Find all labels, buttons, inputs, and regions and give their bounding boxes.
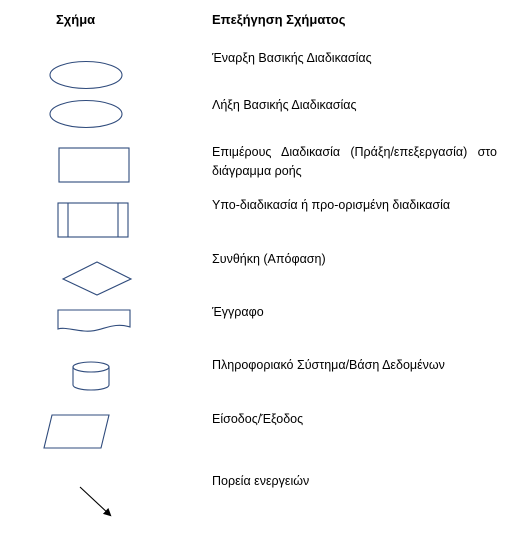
description-row-1: Έναρξη Βασικής Διαδικασίας [212,51,372,65]
predefined-process-icon [57,202,129,238]
description-row-6: Έγγραφο [212,305,264,319]
diamond-icon [61,261,133,296]
description-column-header: Επεξήγηση Σχήματος [212,12,346,27]
description-row-2: Λήξη Βασικής Διαδικασίας [212,98,357,112]
parallelogram-icon [43,414,110,449]
document-icon [57,309,131,332]
shape-column-header: Σχήμα [56,12,96,27]
database-cylinder-icon [72,361,110,391]
rectangle-icon [58,147,130,183]
description-row-5: Συνθήκη (Απόφαση) [212,252,326,266]
description-row-9: Πορεία ενεργειών [212,474,310,488]
description-row-3: Επιμέρους Διαδικασία (Πράξη/επεξεργασία)… [212,145,497,178]
description-row-7: Πληροφοριακό Σύστημα/Βάση Δεδομένων [212,358,445,372]
arrow-icon [79,486,112,517]
description-row-8: Είσοδος/Έξοδος [212,412,304,426]
ellipse-icon [49,60,123,90]
ellipse-icon [49,99,123,129]
description-row-4: Υπο-διαδικασία ή προ-ορισμένη διαδικασία [212,198,451,212]
